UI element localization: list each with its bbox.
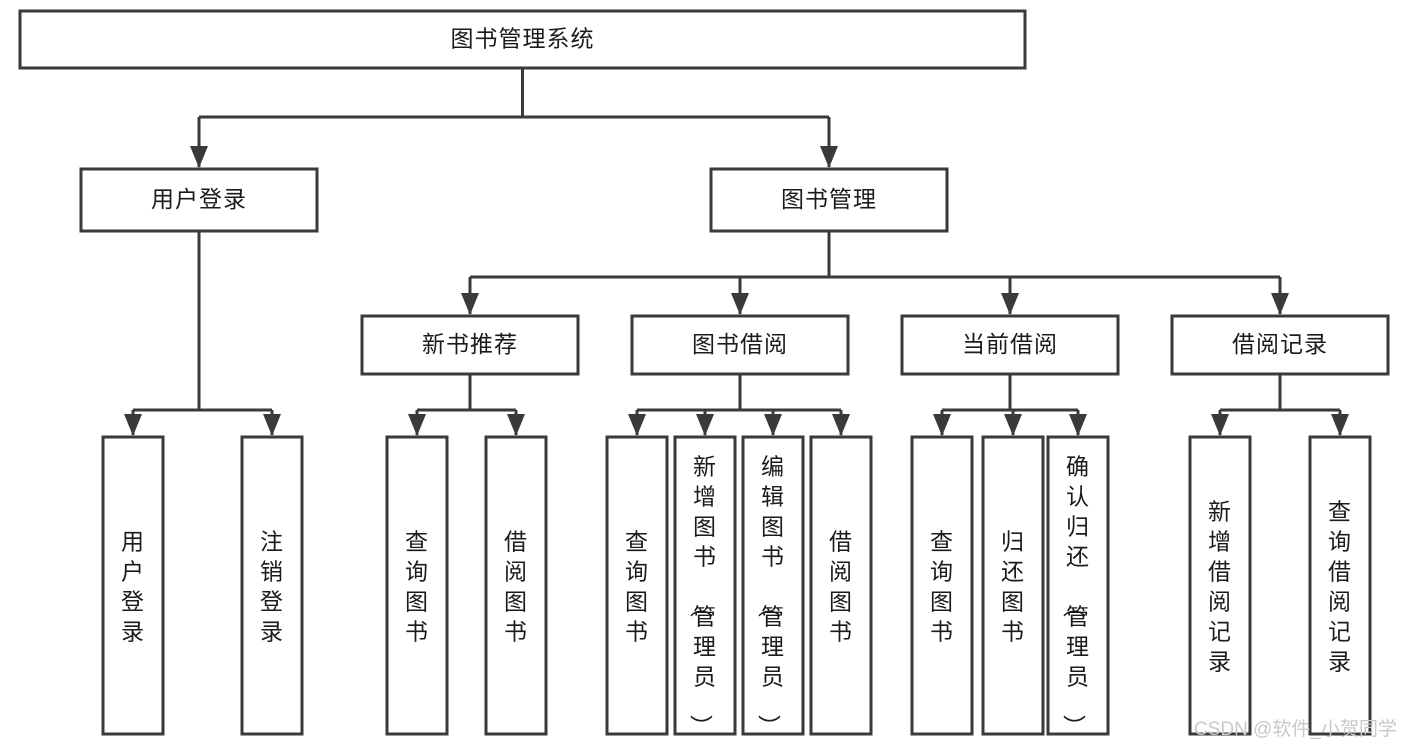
node-level3-2[interactable]: 当前借阅 [900, 314, 1120, 376]
arrow-head-icon-leaf-4 [628, 414, 646, 436]
node-leaf-4-label: 查询图书 [625, 529, 649, 645]
node-level2-1-box [709, 167, 949, 233]
node-level3-2-label: 当前借阅 [962, 331, 1058, 357]
arrow-head-icon-leaf-1 [263, 414, 281, 436]
node-leaf-1[interactable]: 注销登录 [240, 435, 304, 736]
node-leaf-10-box [1046, 435, 1110, 736]
node-leaf-3[interactable]: 借阅图书 [484, 435, 548, 736]
node-leaf-9-box [981, 435, 1045, 736]
arrow-head-icon-leaf-11 [1211, 414, 1229, 436]
node-level3-0[interactable]: 新书推荐 [360, 314, 580, 376]
arrow-head-icon-leaf-3 [507, 414, 525, 436]
node-level3-1-label: 图书借阅 [692, 331, 788, 357]
node-leaf-9-label: 归还图书 [1001, 529, 1025, 645]
arrow-head-icon-leaf-9 [1004, 414, 1022, 436]
node-leaf-12[interactable]: 查询借阅记录 [1308, 435, 1372, 736]
node-level2-0-label: 用户登录 [151, 186, 247, 212]
node-leaf-2-label: 查询图书 [405, 529, 429, 645]
arrow-head-icon-leaf-12 [1331, 414, 1349, 436]
arrow-head-icon-leaf-7 [832, 414, 850, 436]
node-leaf-11[interactable]: 新增借阅记录 [1188, 435, 1252, 736]
arrow-head-icon-leaf-6 [764, 414, 782, 436]
arrow-head-icon-leaf-10 [1069, 414, 1087, 436]
node-leaf-4-box [605, 435, 669, 736]
node-leaf-7[interactable]: 借阅图书 [809, 435, 873, 736]
node-leaf-7-box [809, 435, 873, 736]
node-leaf-12-box [1308, 435, 1372, 736]
node-leaf-11-box [1188, 435, 1252, 736]
node-level2-1-label: 图书管理 [781, 186, 877, 212]
node-level2-1[interactable]: 图书管理 [709, 167, 949, 233]
node-leaf-8[interactable]: 查询图书 [910, 435, 974, 736]
node-level2-0[interactable]: 用户登录 [79, 167, 319, 233]
node-level3-0-label: 新书推荐 [422, 331, 518, 357]
node-leaf-7-label: 借阅图书 [829, 529, 853, 645]
node-level3-1-box [630, 314, 850, 376]
node-level3-0-box [360, 314, 580, 376]
arrow-head-icon-leaf-0 [124, 414, 142, 436]
node-leaf-6-label: 编辑图书（管理员） [756, 454, 785, 739]
node-leaf-2-box [385, 435, 449, 736]
node-level3-1[interactable]: 图书借阅 [630, 314, 850, 376]
node-level3-2-box [900, 314, 1120, 376]
arrow-head-icon-level2-1 [820, 146, 838, 168]
node-leaf-1-label: 注销登录 [260, 529, 284, 645]
arrow-head-icon-level3-0 [461, 293, 479, 315]
arrow-head-icon-level3-3 [1271, 293, 1289, 315]
node-leaf-9[interactable]: 归还图书 [981, 435, 1045, 736]
node-leaf-5-box [673, 435, 737, 736]
node-leaf-12-label: 查询借阅记录 [1328, 499, 1352, 675]
node-root-system[interactable]: 图书管理系统 [18, 9, 1027, 70]
node-level3-3-box [1170, 314, 1390, 376]
node-leaf-0-box [101, 435, 165, 736]
node-root-system-label: 图书管理系统 [451, 26, 595, 52]
node-root-system-box [18, 9, 1027, 70]
node-leaf-4[interactable]: 查询图书 [605, 435, 669, 736]
node-leaf-10-label: 确认归还（管理员） [1061, 454, 1090, 739]
node-leaf-10[interactable]: 确认归还（管理员） [1046, 435, 1110, 739]
arrow-head-icon-level3-1 [731, 293, 749, 315]
node-leaf-0[interactable]: 用户登录 [101, 435, 165, 736]
node-level3-3-label: 借阅记录 [1232, 331, 1328, 357]
arrow-head-icon-leaf-2 [408, 414, 426, 436]
node-leaf-5-label: 新增图书（管理员） [688, 454, 717, 739]
node-leaf-6[interactable]: 编辑图书（管理员） [741, 435, 805, 739]
node-leaf-2[interactable]: 查询图书 [385, 435, 449, 736]
node-leaf-0-label: 用户登录 [121, 529, 145, 645]
node-level2-0-box [79, 167, 319, 233]
node-leaf-11-label: 新增借阅记录 [1208, 499, 1232, 675]
arrow-head-icon-leaf-8 [933, 414, 951, 436]
arrow-head-icon-level2-0 [190, 146, 208, 168]
node-leaf-8-label: 查询图书 [930, 529, 954, 645]
node-leaf-6-box [741, 435, 805, 736]
arrow-head-icon-level3-2 [1001, 293, 1019, 315]
node-leaf-8-box [910, 435, 974, 736]
node-leaf-5[interactable]: 新增图书（管理员） [673, 435, 737, 739]
node-leaf-3-label: 借阅图书 [504, 529, 528, 645]
node-leaf-1-box [240, 435, 304, 736]
node-leaf-3-box [484, 435, 548, 736]
csdn-watermark: CSDN @软件_小贺同学 [1194, 719, 1397, 740]
arrow-head-icon-leaf-5 [696, 414, 714, 436]
node-level3-3[interactable]: 借阅记录 [1170, 314, 1390, 376]
